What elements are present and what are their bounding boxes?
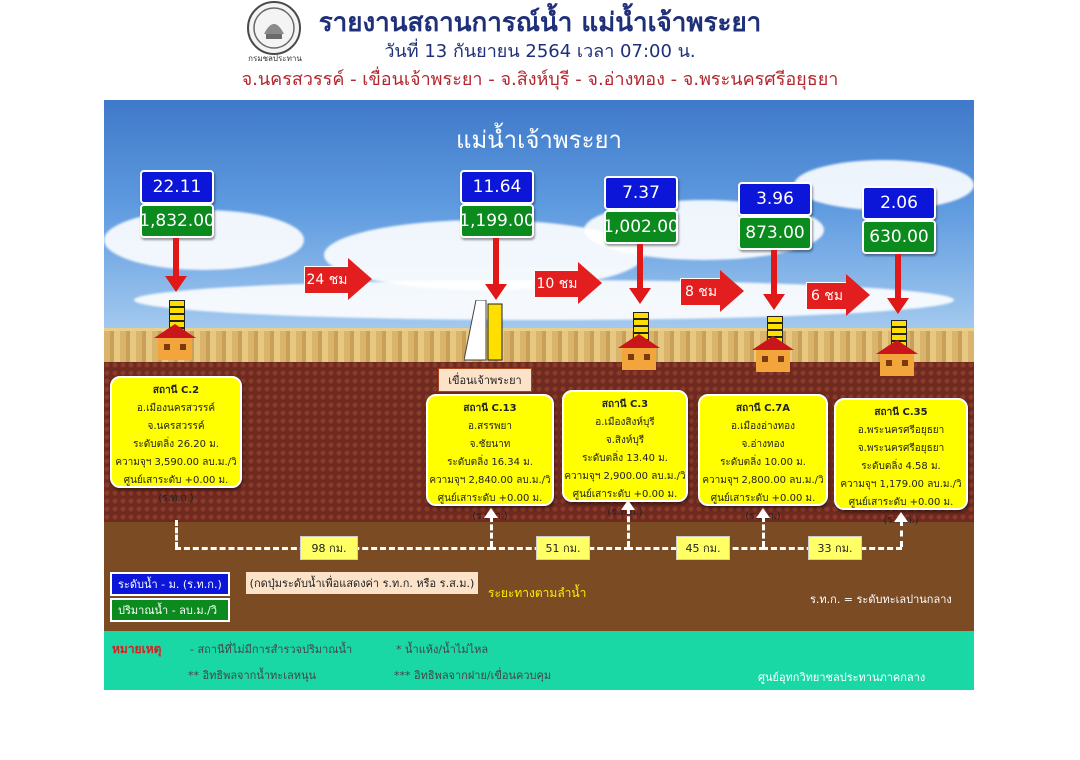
arrow-down-icon [771,250,777,296]
river-diagram: แม่น้ำเจ้าพระยา 22.11 1,832.00 สถานี C.2… [104,100,974,690]
travel-time-arrow: 6 ชม [806,274,872,316]
datum-note: ร.ท.ก. = ระดับทะเลปานกลาง [810,593,952,606]
station-card: สถานี C.3 อ.เมืองสิงห์บุรี จ.สิงห์บุรี ร… [562,390,688,518]
arrow-head-icon [165,276,187,292]
distance-label: 45 กม. [676,536,730,560]
arrow-down-icon [637,244,643,290]
river-name: แม่น้ำเจ้าพระยา [455,126,623,154]
station-house-icon [154,324,196,360]
distance-path [175,520,178,548]
station-house-icon [876,340,918,376]
travel-time-arrow: 10 ชม [534,262,604,304]
distance-label: 98 กม. [300,536,358,560]
remark-item: ** อิทธิพลจากน้ำทะเลหนุน [188,669,316,682]
remark-item: - สถานีที่ไม่มีการสำรวจปริมาณน้ำ [190,643,353,656]
arrow-right-icon [720,270,744,312]
water-level-button[interactable]: 2.06 [862,186,936,220]
distance-path [627,508,630,547]
water-level-button[interactable]: 3.96 [738,182,812,216]
water-level-button[interactable]: 7.37 [604,176,678,210]
legend-water-level: ระดับน้ำ - ม. (ร.ท.ก.) [110,572,230,596]
station-house-icon [752,336,794,372]
distance-path [900,520,903,547]
remark-label: หมายเหตุ [112,642,162,656]
distance-label: 51 กม. [536,536,590,560]
legend-flow: ปริมาณน้ำ - ลบ.ม./วิ [110,598,230,622]
station-card: สถานี C.13 อ.สรรพยา จ.ชัยนาท ระดับตลิ่ง … [426,394,554,522]
arrow-head-icon [887,298,909,314]
water-level-button[interactable]: 22.11 [140,170,214,204]
station-card: สถานี C.35 อ.พระนครศรีอยุธยา จ.พระนครศรี… [834,398,968,526]
station-card: สถานี C.2 อ.เมืองนครสวรรค์ จ.นครสวรรค์ ร… [110,376,242,504]
legend-note: (กดปุ่มระดับน้ำเพื่อแสดงค่า ร.ท.ก. หรือ … [246,572,478,594]
travel-time-arrow: 8 ชม [680,270,746,312]
flow-value: 1,002.00 [603,210,679,244]
arrow-head-icon [763,294,785,310]
arrow-up-icon [484,508,498,518]
distance-path [762,516,765,547]
arrow-down-icon [493,238,499,286]
dam-label: เขื่อนเจ้าพระยา [438,368,532,392]
arrow-up-icon [621,500,635,510]
arrow-right-icon [846,274,870,316]
flow-value: 1,199.00 [459,204,535,238]
arrow-head-icon [485,284,507,300]
topsoil [104,328,974,367]
distance-path [490,516,493,547]
arrow-down-icon [895,254,901,300]
arrow-down-icon [173,238,179,278]
remarks-band [104,631,974,690]
remark-item: *** อิทธิพลจากฝาย/เขื่อนควบคุม [394,669,552,682]
arrow-up-icon [894,512,908,522]
water-level-button[interactable]: 11.64 [460,170,534,204]
arrow-head-icon [629,288,651,304]
flow-value: 873.00 [738,216,812,250]
report-date: วันที่ 13 กันยายน 2564 เวลา 07:00 น. [384,41,696,62]
dam-icon [463,299,504,362]
distance-label: 33 กม. [808,536,862,560]
station-house-icon [618,334,660,370]
travel-time-arrow: 24 ชม [304,258,372,300]
page-title: รายงานสถานการณ์น้ำ แม่น้ำเจ้าพระยา [318,8,762,38]
arrow-right-icon [578,262,602,304]
arrow-right-icon [348,258,372,300]
legend-distance: ระยะทางตามลำน้ำ [488,586,587,600]
flow-value: 1,832.00 [139,204,215,238]
flow-value: 630.00 [862,220,936,254]
route-description: จ.นครสวรรค์ - เขื่อนเจ้าพระยา - จ.สิงห์บ… [241,69,839,90]
remark-item: * น้ำแห้ง/น้ำไม่ไหล [396,643,489,656]
agency-name: ศูนย์อุทกวิทยาชลประทานภาคกลาง [758,671,926,684]
logo-caption: กรมชลประทาน [248,54,302,63]
arrow-up-icon [756,508,770,518]
agency-logo [246,0,302,56]
station-card: สถานี C.7A อ.เมืองอ่างทอง จ.อ่างทอง ระดั… [698,394,828,522]
